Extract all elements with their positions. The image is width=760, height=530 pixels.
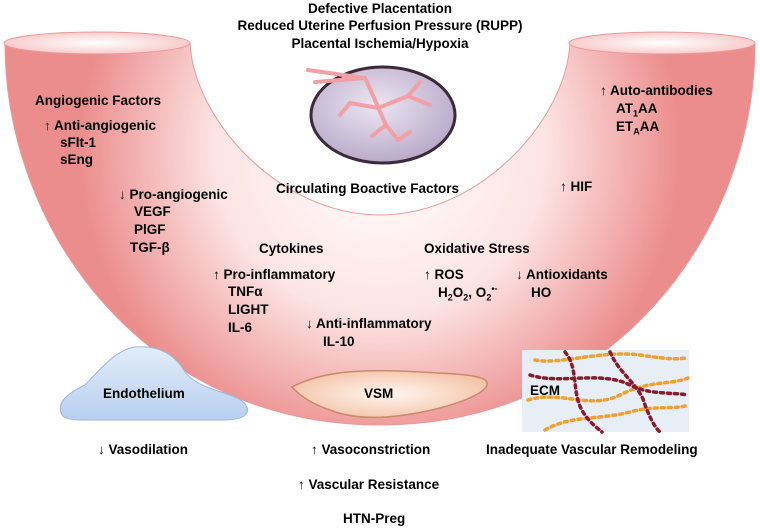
endothelium-label: Endothelium (103, 386, 185, 401)
placenta-icon (306, 65, 457, 165)
header-rupp: Reduced Uterine Perfusion Pressure (RUPP… (237, 18, 523, 33)
bowl-rim-right (568, 31, 756, 55)
pro-angiogenic-item-plgf: PlGF (134, 222, 166, 237)
anti-angiogenic-item-sflt1: sFlt-1 (60, 135, 97, 150)
ros-species: H2O2, O2•- (438, 283, 498, 303)
ecm-panel (522, 350, 690, 434)
vasoconstriction-label: ↑ Vasoconstriction (311, 442, 431, 457)
vascular-resistance-label: ↑ Vascular Resistance (298, 477, 440, 492)
anti-angiogenic-item-seng: sEng (60, 152, 94, 167)
oxidative-stress-title: Oxidative Stress (424, 241, 530, 256)
vasodilation-label: ↓ Vasodilation (98, 442, 189, 457)
anti-inflammatory-item-il10: IL-10 (323, 334, 355, 349)
etaaa-label: ETAAA (616, 119, 660, 137)
angiogenic-factors-title: Angiogenic Factors (35, 93, 162, 108)
circulating-factors-label: Circulating Boactive Factors (276, 181, 460, 196)
vsm-cell (290, 369, 488, 419)
bowl-rim-left (3, 31, 191, 55)
pro-inflammatory-item-il6: IL-6 (228, 320, 253, 335)
antioxidants-item-ho: HO (531, 285, 552, 300)
header-ischemia: Placental Ischemia/Hypoxia (291, 36, 469, 51)
htn-preg-label: HTN-Preg (343, 511, 406, 526)
antioxidants-label: ↓ Antioxidants (516, 267, 608, 282)
pro-angiogenic-label: ↓ Pro-angiogenic (119, 187, 228, 202)
vascular-remodeling-label: Inadequate Vascular Remodeling (486, 442, 698, 457)
ros-label: ↑ ROS (424, 267, 464, 282)
pro-inflammatory-label: ↑ Pro-inflammatory (213, 267, 336, 282)
hif-label: ↑ HIF (560, 179, 593, 194)
pro-angiogenic-item-vegf: VEGF (134, 204, 171, 219)
pro-angiogenic-item-tgfb: TGF-β (130, 240, 170, 255)
anti-angiogenic-label: ↑ Anti-angiogenic (44, 118, 156, 133)
vsm-label: VSM (364, 386, 394, 401)
at1aa-label: AT1AA (616, 101, 658, 119)
endothelium-cell (59, 346, 248, 421)
header-defective-placentation: Defective Placentation (307, 1, 453, 16)
pro-inflammatory-item-tnfa: TNFα (228, 284, 263, 299)
ecm-label: ECM (530, 383, 560, 398)
anti-inflammatory-label: ↓ Anti-inflammatory (306, 316, 432, 331)
cytokines-title: Cytokines (259, 241, 324, 256)
auto-antibodies-label: ↑ Auto-antibodies (600, 83, 713, 98)
pro-inflammatory-item-light: LIGHT (228, 302, 269, 317)
bowl-shape (4, 42, 756, 426)
